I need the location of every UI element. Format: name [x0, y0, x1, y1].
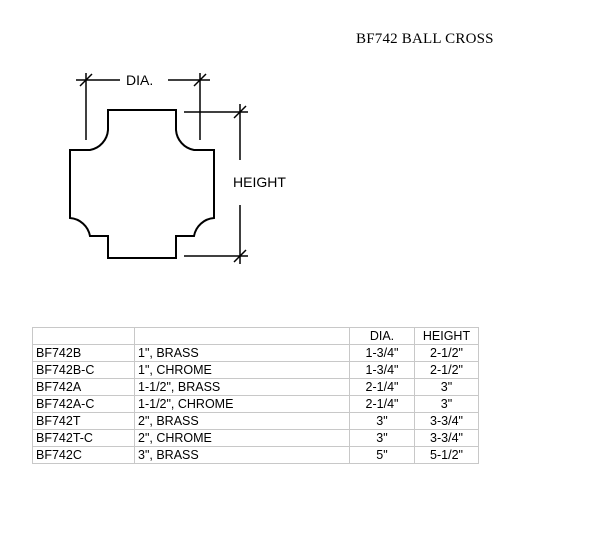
cell-height: 2-1/2" — [414, 361, 479, 379]
cell-dia: 2-1/4" — [349, 395, 415, 413]
cell-dia: 3" — [349, 429, 415, 447]
cell-description: 1", BRASS — [134, 344, 350, 362]
height-tick-bottom — [233, 249, 247, 263]
cell-code: BF742A — [32, 378, 135, 396]
height-label: HEIGHT — [233, 174, 286, 190]
cell-dia: 5" — [349, 446, 415, 464]
dia-label: DIA. — [126, 72, 153, 88]
dia-tick-left — [79, 73, 93, 87]
table-row: BF742C 3", BRASS 5" 5-1/2" — [32, 446, 479, 464]
height-tick-top — [233, 105, 247, 119]
cell-description: 1", CHROME — [134, 361, 350, 379]
cell-description: 1-1/2", CHROME — [134, 395, 350, 413]
cell-code: BF742T-C — [32, 429, 135, 447]
ball-cross-outline — [69, 109, 215, 259]
cell-dia: 1-3/4" — [349, 344, 415, 362]
header-code — [32, 327, 135, 345]
cell-description: 3", BRASS — [134, 446, 350, 464]
table-row: BF742B-C 1", CHROME 1-3/4" 2-1/2" — [32, 361, 479, 379]
table-header-row: DIA. HEIGHT — [32, 327, 479, 345]
ball-cross-drawing: DIA. HEIGHT — [69, 72, 286, 264]
cell-description: 2", CHROME — [134, 429, 350, 447]
table-row: BF742A 1-1/2", BRASS 2-1/4" 3" — [32, 378, 479, 396]
cell-description: 1-1/2", BRASS — [134, 378, 350, 396]
cell-code: BF742B — [32, 344, 135, 362]
page-title: BF742 BALL CROSS — [356, 31, 494, 47]
cell-code: BF742B-C — [32, 361, 135, 379]
cell-height: 5-1/2" — [414, 446, 479, 464]
cell-height: 2-1/2" — [414, 344, 479, 362]
cell-dia: 1-3/4" — [349, 361, 415, 379]
cell-description: 2", BRASS — [134, 412, 350, 430]
spec-table: DIA. HEIGHT BF742B 1", BRASS 1-3/4" 2-1/… — [32, 327, 479, 464]
cell-dia: 2-1/4" — [349, 378, 415, 396]
cell-height: 3-3/4" — [414, 429, 479, 447]
header-height: HEIGHT — [414, 327, 479, 345]
table-row: BF742B 1", BRASS 1-3/4" 2-1/2" — [32, 344, 479, 362]
cell-code: BF742T — [32, 412, 135, 430]
cell-dia: 3" — [349, 412, 415, 430]
dia-tick-right — [193, 73, 207, 87]
cell-height: 3-3/4" — [414, 412, 479, 430]
header-description — [134, 327, 350, 345]
cell-code: BF742A-C — [32, 395, 135, 413]
cell-code: BF742C — [32, 446, 135, 464]
cell-height: 3" — [414, 395, 479, 413]
cell-height: 3" — [414, 378, 479, 396]
table-row: BF742A-C 1-1/2", CHROME 2-1/4" 3" — [32, 395, 479, 413]
table-row: BF742T-C 2", CHROME 3" 3-3/4" — [32, 429, 479, 447]
table-row: BF742T 2", BRASS 3" 3-3/4" — [32, 412, 479, 430]
header-dia: DIA. — [349, 327, 415, 345]
